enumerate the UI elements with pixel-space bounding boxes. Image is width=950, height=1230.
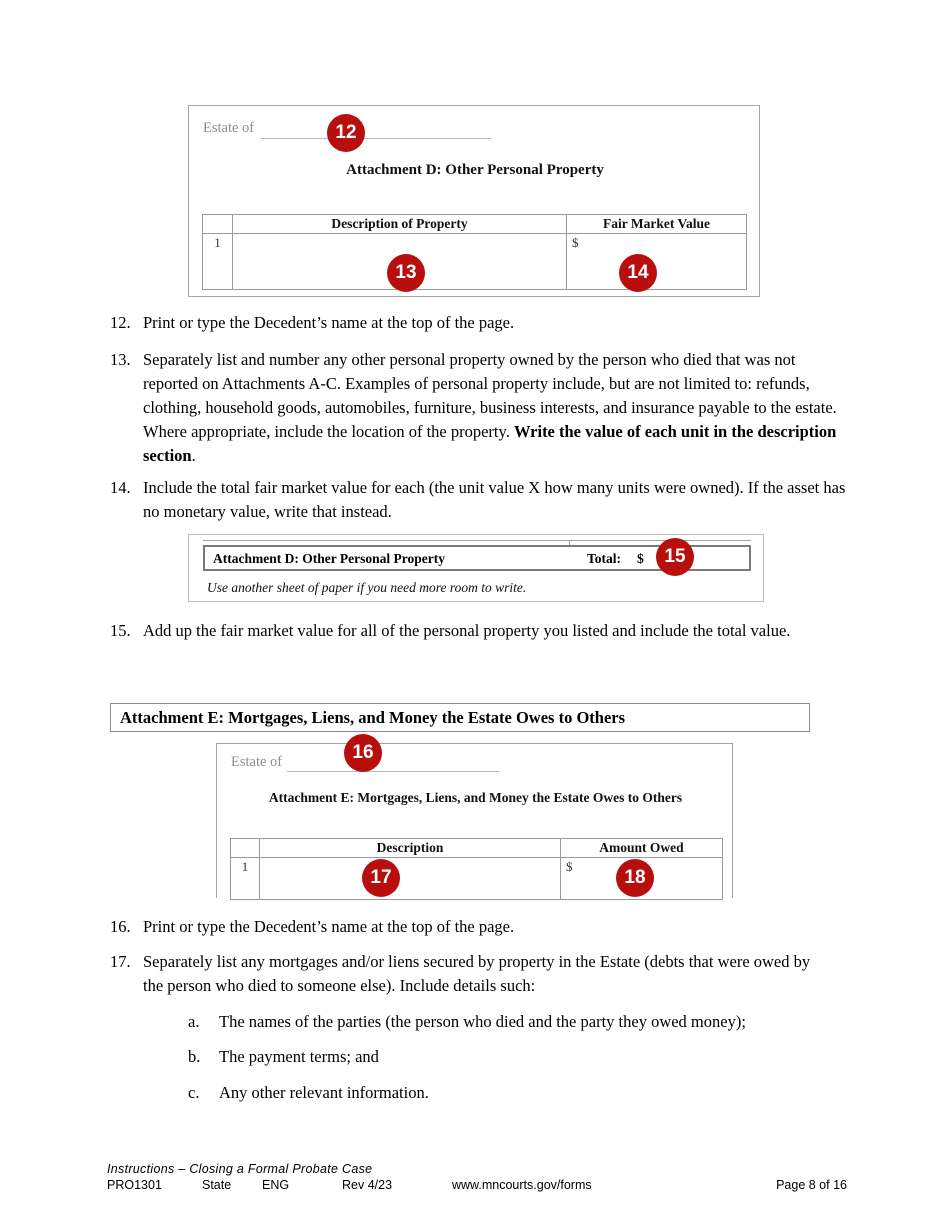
instruction-item-17: 17. Separately list any mortgages and/or… [110, 950, 825, 998]
instruction-text: Print or type the Decedent’s name at the… [143, 917, 515, 936]
description-cell[interactable] [259, 857, 561, 900]
footer-url[interactable]: www.mncourts.gov/forms [452, 1178, 592, 1192]
sub-instruction-letter: a. [188, 1012, 200, 1031]
instruction-text: Add up the fair market value for all of … [143, 621, 791, 640]
estate-of-label: Estate of [203, 120, 255, 136]
row-number-cell: 1 [202, 233, 233, 290]
column-header-rownum [230, 838, 260, 858]
fair-market-value-cell[interactable]: $ [566, 233, 747, 290]
instruction-number: 17. [110, 952, 131, 971]
total-bar-label: Attachment D: Other Personal Property [213, 551, 445, 566]
footer-revision: Rev 4/23 [342, 1178, 393, 1192]
attachment-e-table: Description Amount Owed 1 $ [230, 838, 723, 900]
sub-instruction-item-b: b. The payment terms; and [188, 1045, 848, 1069]
table-header-row: Description Amount Owed [230, 838, 723, 858]
badge-marker-18: 18 [616, 859, 654, 897]
footer-form-code: PRO1301 [107, 1178, 162, 1192]
total-bar-dollar-sign: $ [637, 551, 644, 566]
attachment-d-table: Description of Property Fair Market Valu… [202, 214, 747, 290]
instruction-number: 13. [110, 350, 131, 369]
badge-marker-16: 16 [344, 734, 382, 772]
instruction-text: Include the total fair market value for … [143, 478, 846, 521]
sub-instruction-item-a: a. The names of the parties (the person … [188, 1010, 848, 1034]
table-row: 1 $ [202, 233, 747, 290]
footer-metadata-row: PRO1301 State ENG Rev 4/23 www.mncourts.… [107, 1178, 847, 1194]
footer-language: ENG [262, 1178, 290, 1192]
sub-instruction-letter: b. [188, 1047, 201, 1066]
table-bottom-rule [203, 540, 751, 541]
instruction-number: 14. [110, 478, 131, 497]
instruction-item-16: 16. Print or type the Decedent’s name at… [110, 915, 850, 939]
instruction-item-15: 15. Add up the fair market value for all… [110, 619, 850, 643]
instruction-text: Separately list any mortgages and/or lie… [143, 952, 811, 995]
attachment-e-form-preview: Estate of Attachment E: Mortgages, Liens… [216, 743, 733, 900]
badge-marker-14: 14 [619, 254, 657, 292]
sub-instruction-text: Any other relevant information. [219, 1083, 429, 1102]
instruction-number: 15. [110, 621, 131, 640]
total-bar-note: Use another sheet of paper if you need m… [207, 580, 527, 595]
column-header-description: Description [259, 838, 561, 858]
footer-jurisdiction: State [202, 1178, 232, 1192]
footer-document-title: Instructions – Closing a Formal Probate … [107, 1162, 373, 1176]
attachment-e-form-title: Attachment E: Mortgages, Liens, and Mone… [268, 790, 683, 805]
estate-of-underline [261, 138, 491, 139]
footer-page-number: Page 8 of 16 [776, 1178, 847, 1192]
column-header-description-of-property: Description of Property [232, 214, 567, 234]
sub-instruction-text: The payment terms; and [219, 1047, 379, 1066]
instruction-item-14: 14. Include the total fair market value … [110, 476, 850, 524]
sub-instruction-text: The names of the parties (the person who… [219, 1012, 746, 1031]
badge-marker-17: 17 [362, 859, 400, 897]
instruction-text: Print or type the Decedent’s name at the… [143, 313, 515, 332]
total-bar-total-label: Total: [587, 551, 622, 566]
instruction-number: 12. [110, 313, 131, 332]
instruction-text-part1: Separately list and number any other per… [143, 350, 837, 441]
instruction-text: Separately list and number any other per… [143, 348, 850, 468]
sub-instruction-item-c: c. Any other relevant information. [188, 1081, 848, 1105]
table-header-row: Description of Property Fair Market Valu… [202, 214, 747, 234]
instruction-item-13: 13. Separately list and number any other… [110, 348, 850, 468]
column-header-rownum [202, 214, 233, 234]
badge-marker-13: 13 [387, 254, 425, 292]
estate-of-label: Estate of [231, 754, 283, 770]
row-number-cell: 1 [230, 857, 260, 900]
badge-marker-15: 15 [656, 538, 694, 576]
table-row: 1 $ [230, 857, 723, 900]
estate-of-underline [287, 771, 499, 772]
attachment-d-form-title: Attachment D: Other Personal Property [346, 162, 604, 178]
table-column-divider-rule [569, 540, 570, 548]
instruction-text-part2: . [191, 446, 196, 465]
instruction-number: 16. [110, 917, 131, 936]
section-header-title: Attachment E: Mortgages, Liens, and Mone… [120, 707, 626, 727]
instruction-text-emphasis: Write the value of each unit in the desc… [143, 422, 837, 465]
column-header-amount-owed: Amount Owed [560, 838, 723, 858]
sub-instruction-letter: c. [188, 1083, 200, 1102]
column-header-fair-market-value: Fair Market Value [566, 214, 747, 234]
instruction-item-12: 12. Print or type the Decedent’s name at… [110, 311, 850, 335]
attachment-d-form-preview: Estate of Attachment D: Other Personal P… [188, 105, 760, 297]
section-header-attachment-e: Attachment E: Mortgages, Liens, and Mone… [110, 703, 810, 732]
badge-marker-12: 12 [327, 114, 365, 152]
page-footer: Instructions – Closing a Formal Probate … [107, 1162, 847, 1194]
